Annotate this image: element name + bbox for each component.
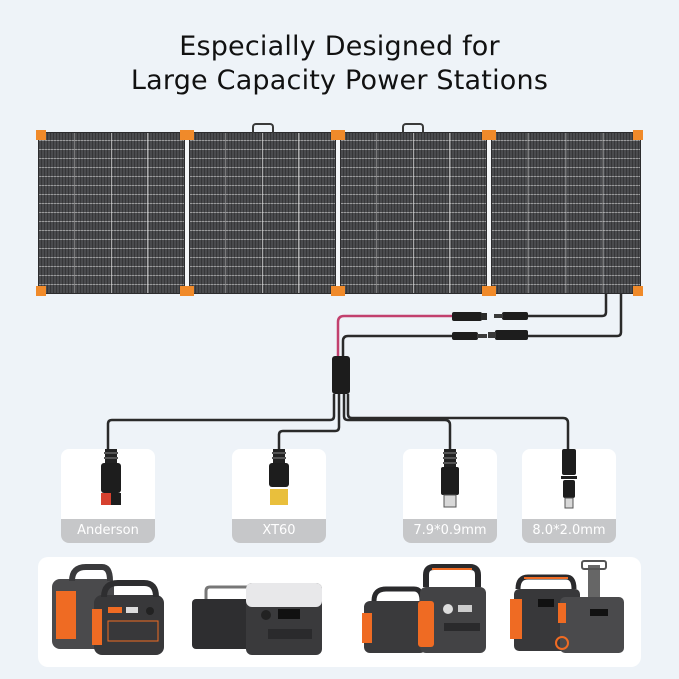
panel-hinge bbox=[185, 132, 189, 294]
headline: Especially Designed for Large Capacity P… bbox=[0, 30, 679, 98]
connector-label: 8.0*2.0mm bbox=[522, 519, 616, 543]
corner-protector-icon bbox=[180, 286, 194, 296]
grey-white-power-station-pair-icon bbox=[192, 583, 322, 655]
corner-protector-icon bbox=[331, 130, 345, 140]
corner-protector-icon bbox=[633, 130, 643, 140]
explorer-power-station-pair-icon bbox=[362, 564, 486, 653]
corner-protector-icon bbox=[482, 286, 496, 296]
panel-hinge bbox=[487, 132, 491, 294]
dc7909-plug-icon bbox=[441, 449, 459, 508]
corner-protector-icon bbox=[180, 130, 194, 140]
orange-portable-power-station-pair-icon bbox=[52, 564, 164, 655]
solar-panel-section-4 bbox=[491, 132, 641, 294]
carry-handle-icon bbox=[402, 123, 424, 133]
compatible-power-stations bbox=[38, 557, 641, 667]
connector-card-8020: 8.0*2.0mm bbox=[522, 449, 616, 543]
headline-line-1: Especially Designed for bbox=[179, 31, 500, 62]
connector-label: XT60 bbox=[232, 519, 326, 543]
xt60-plug-icon bbox=[269, 449, 289, 505]
connector-card-7909: 7.9*0.9mm bbox=[403, 449, 497, 543]
y-splitter-icon bbox=[332, 356, 350, 394]
solar-panel-section-3 bbox=[340, 132, 487, 294]
carry-handle-icon bbox=[252, 123, 274, 133]
connector-card-anderson: Anderson bbox=[61, 449, 155, 543]
mc4-connector-icon bbox=[488, 312, 528, 340]
large-power-station-pair-icon bbox=[510, 560, 624, 653]
corner-protector-icon bbox=[36, 130, 46, 140]
mc4-connector-icon bbox=[452, 312, 487, 340]
headline-line-2: Large Capacity Power Stations bbox=[130, 65, 549, 96]
corner-protector-icon bbox=[331, 286, 345, 296]
dc8020-plug-icon bbox=[561, 449, 577, 509]
solar-panel-illustration bbox=[36, 123, 643, 296]
connector-label: Anderson bbox=[61, 519, 155, 543]
corner-protector-icon bbox=[482, 130, 496, 140]
connector-label: 7.9*0.9mm bbox=[403, 519, 497, 543]
corner-protector-icon bbox=[36, 286, 46, 296]
panel-hinge bbox=[336, 132, 340, 294]
solar-panel-section-1 bbox=[38, 132, 185, 294]
connector-card-xt60: XT60 bbox=[232, 449, 326, 543]
anderson-plug-icon bbox=[101, 449, 121, 505]
solar-panel-section-2 bbox=[189, 132, 336, 294]
corner-protector-icon bbox=[633, 286, 643, 296]
